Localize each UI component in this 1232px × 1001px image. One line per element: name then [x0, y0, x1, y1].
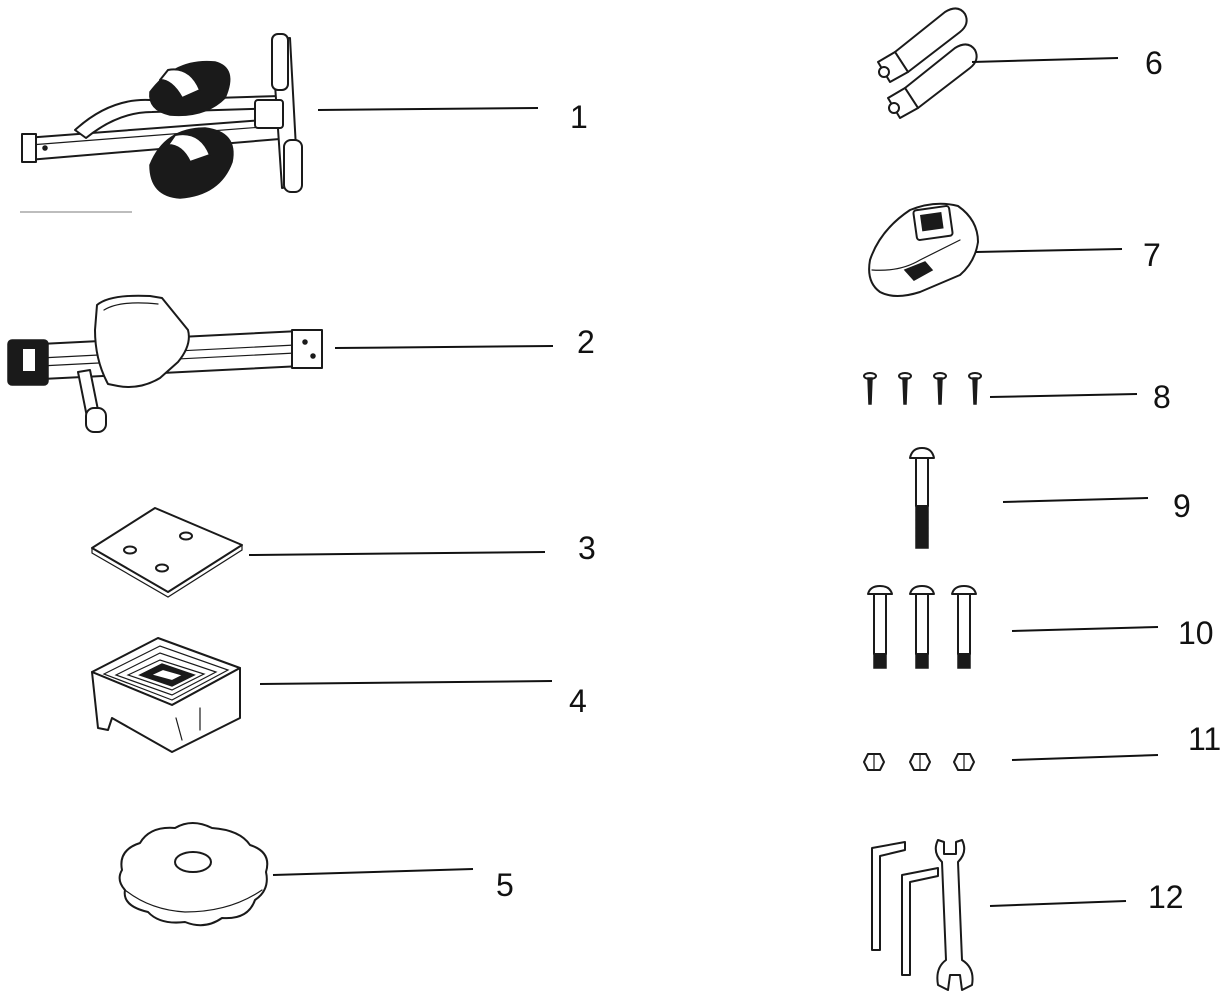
console-monitor-icon	[868, 202, 979, 297]
square-end-cap-icon	[91, 637, 241, 753]
nuts-icon	[863, 753, 975, 771]
part-number-3: 3	[578, 530, 596, 566]
small-screws-icon	[863, 372, 982, 405]
leader-line-part-10	[1011, 626, 1159, 632]
knob-icon	[118, 822, 269, 927]
leader-line-part-1	[317, 107, 539, 111]
tools-icon	[871, 839, 974, 991]
part-number-7: 7	[1143, 237, 1161, 273]
leader-line-part-2	[334, 345, 554, 349]
leader-line-part-5	[272, 868, 474, 876]
leader-line-part-9	[1002, 497, 1149, 503]
part-number-12: 12	[1148, 879, 1184, 915]
part-number-5: 5	[496, 867, 514, 903]
main-frame-with-pedals-icon	[20, 33, 303, 213]
part-number-1: 1	[570, 99, 588, 135]
leader-line-part-3	[248, 551, 546, 556]
part-number-4: 4	[569, 683, 587, 719]
leader-line-part-7	[975, 248, 1123, 253]
bolts-icon	[867, 585, 977, 669]
part-number-11: 11	[1188, 721, 1221, 757]
part-number-9: 9	[1173, 488, 1191, 524]
long-bolt-icon	[909, 447, 935, 549]
seat-rail-icon	[7, 294, 323, 433]
part-number-2: 2	[577, 324, 595, 360]
part-number-8: 8	[1153, 379, 1171, 415]
plate-icon	[91, 507, 243, 598]
handle-grips-icon	[877, 7, 978, 119]
leader-line-part-12	[989, 900, 1127, 907]
leader-line-part-6	[971, 57, 1119, 63]
part-number-6: 6	[1145, 45, 1163, 81]
leader-line-part-4	[259, 680, 553, 685]
leader-line-part-11	[1011, 754, 1159, 761]
part-number-10: 10	[1178, 615, 1214, 651]
leader-line-part-8	[989, 393, 1138, 398]
